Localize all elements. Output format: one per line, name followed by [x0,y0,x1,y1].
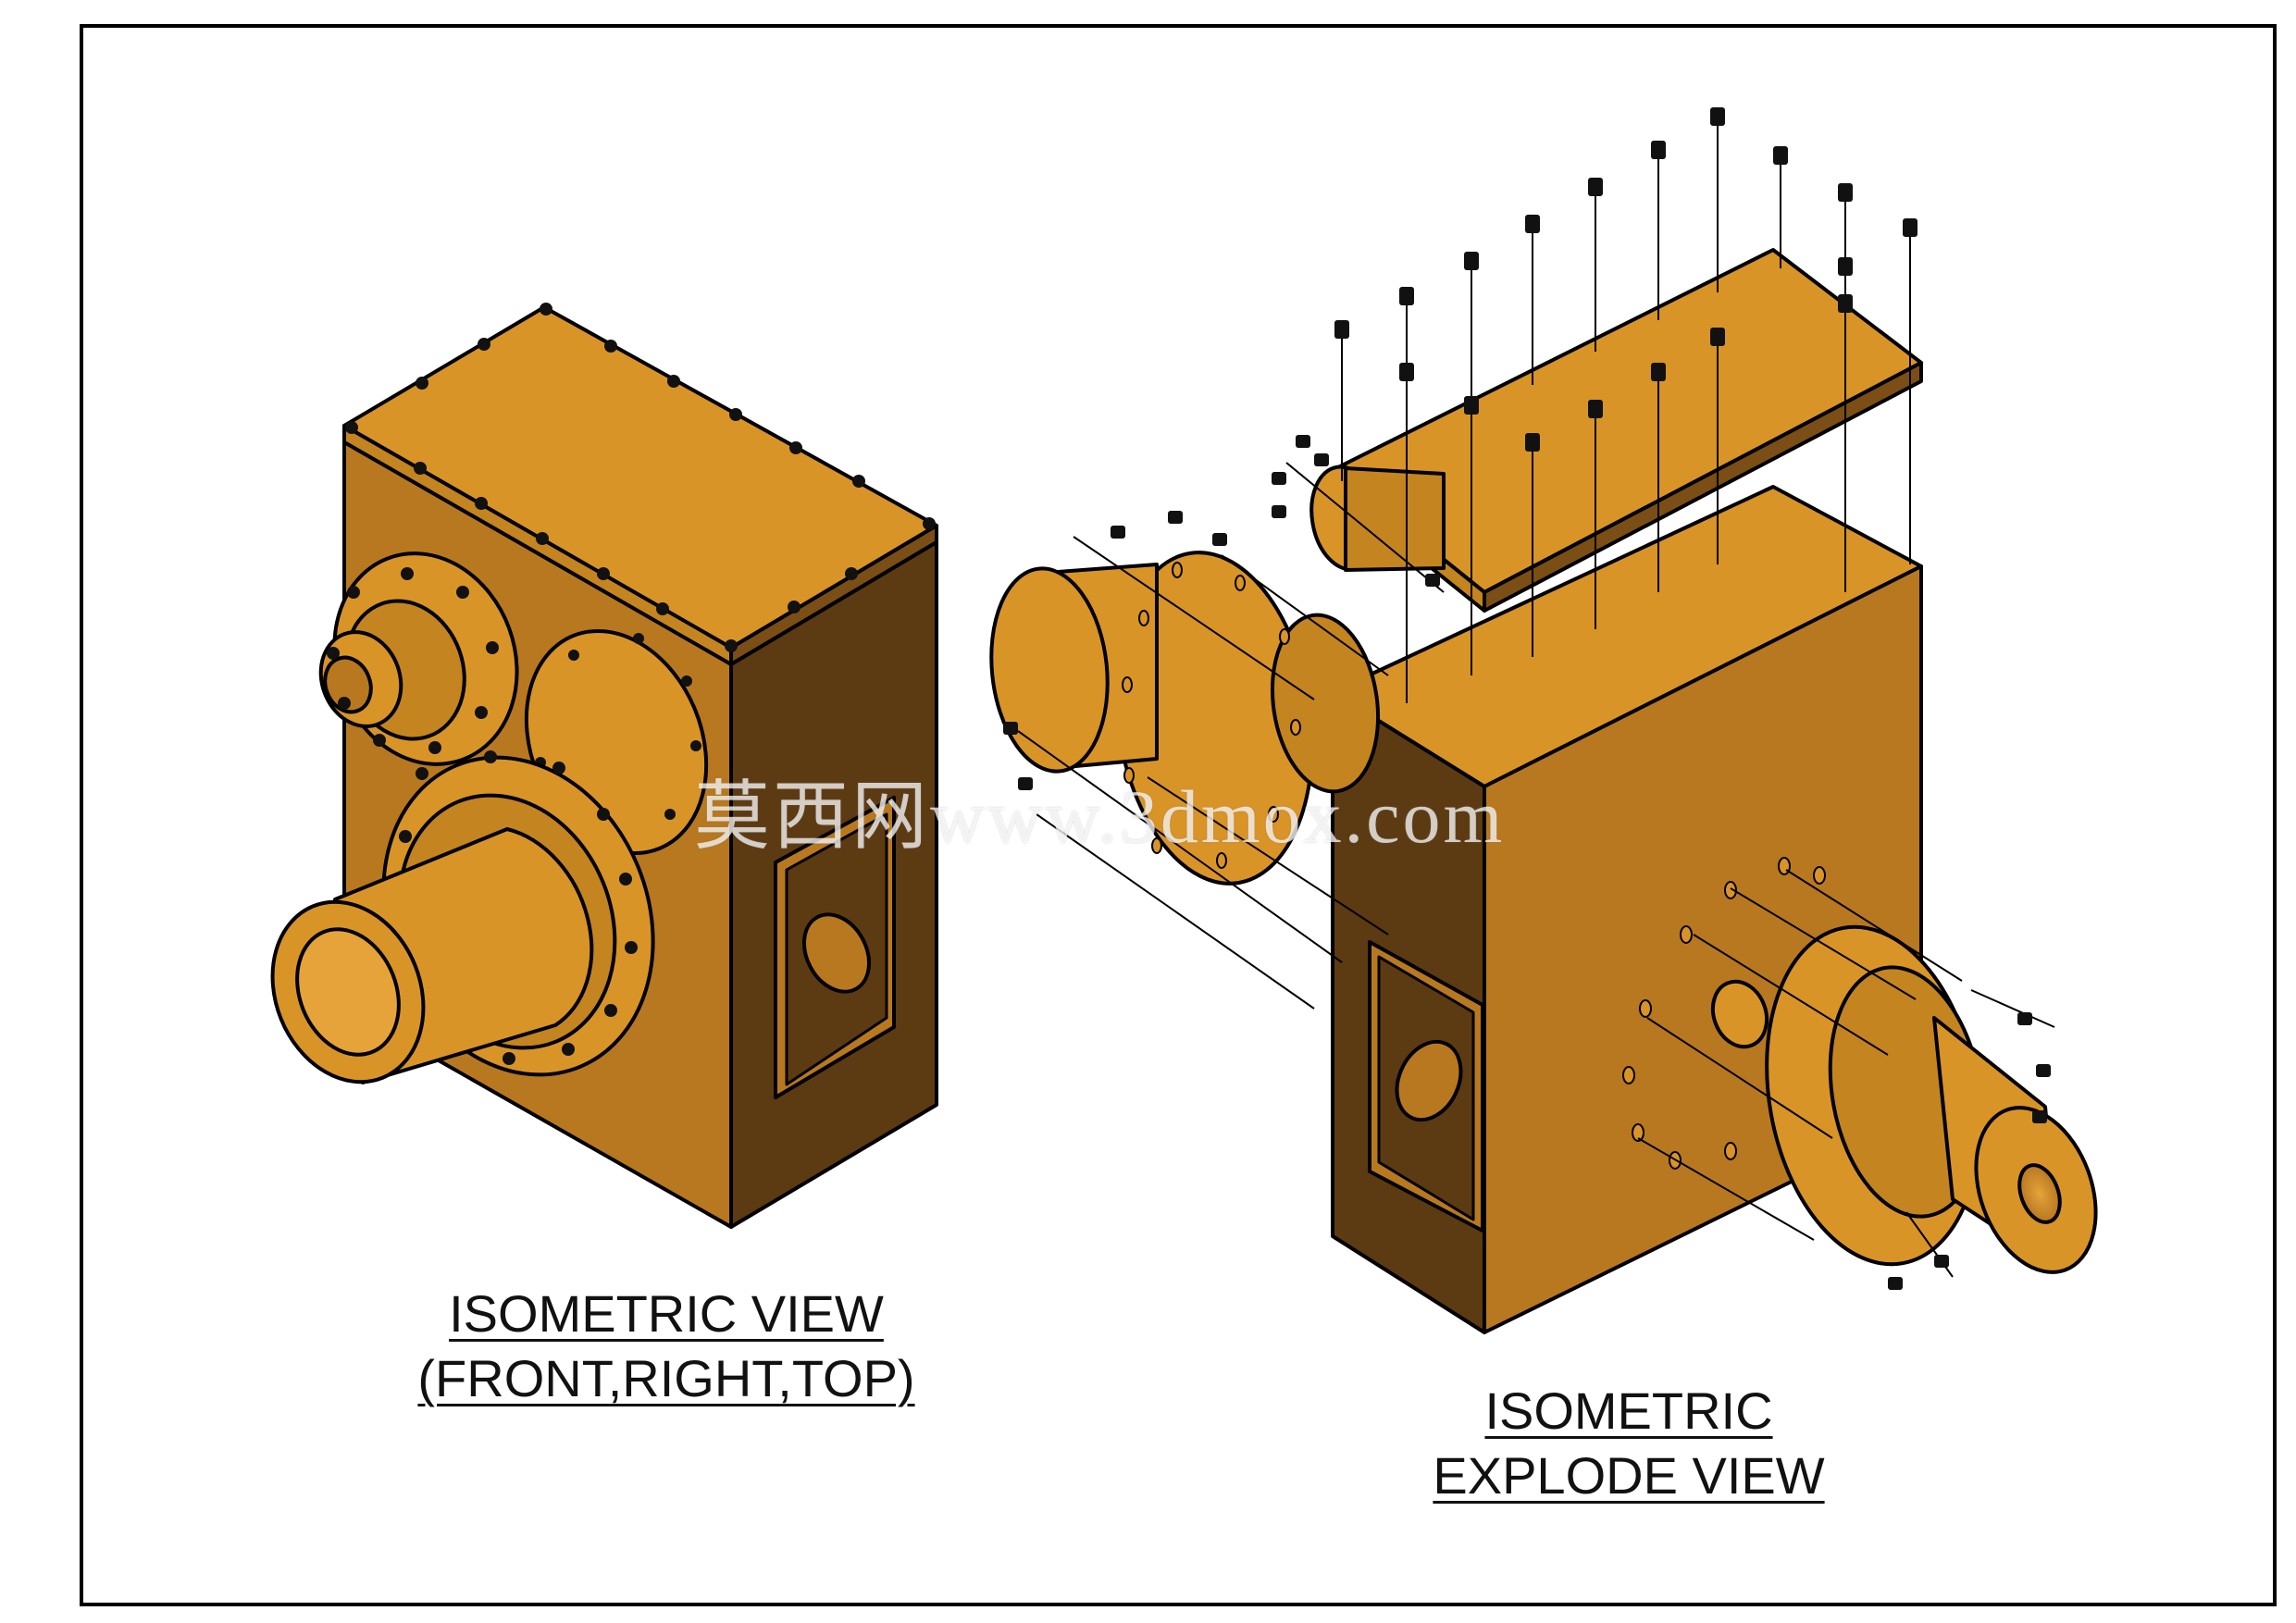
watermark-url: www.3dmox.com [930,774,1506,859]
exploded-gearbox [989,107,2098,1334]
housing-window-port [1395,1039,1463,1122]
housing-side-holes [1622,857,1826,1170]
housing-side-bore [1710,979,1769,1049]
watermark-cjk: 莫西网 [694,773,931,861]
input-flange-hub [1270,613,1381,794]
caption-explode-view: ISOMETRIC EXPLODE VIEW [1407,1379,1851,1508]
upper-flange-bolts [327,567,499,754]
assembled-gearbox [270,303,938,1229]
drawing-frame [80,24,2277,1606]
caption-left-line1: ISOMETRIC VIEW [449,1284,884,1343]
caption-isometric-view: ISOMETRIC VIEW (FRONT,RIGHT,TOP) [389,1282,944,1411]
watermark: 莫西网www.3dmox.com [694,754,1505,864]
caption-left-line2: (FRONT,RIGHT,TOP) [417,1349,915,1407]
exploded-bolts [1003,107,2051,1290]
output-shaft-exploded-bore [2017,1163,2062,1224]
input-shaft-end [989,566,1110,774]
top-cover-bolts [345,303,936,652]
caption-right-line2: EXPLODE VIEW [1433,1446,1825,1505]
caption-right-line1: ISOMETRIC [1484,1381,1773,1440]
coupling-sleeve [1344,466,1446,572]
output-shaft-bore [295,927,401,1057]
explode-lines [1017,115,2055,1278]
inspection-window-port [801,912,872,994]
input-flange-holes [1122,562,1301,869]
upper-shaft-end [323,655,373,714]
